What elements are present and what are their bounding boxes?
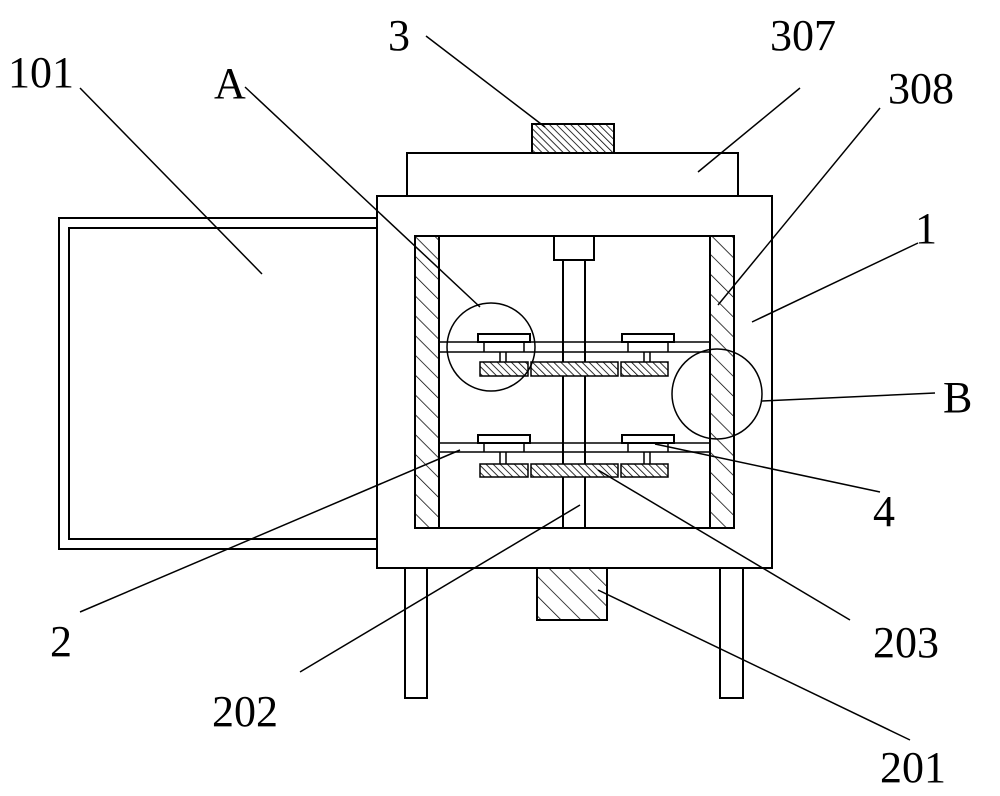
bottom-motor (536, 567, 608, 621)
lower-tray (439, 434, 710, 478)
top-cover (406, 152, 739, 197)
label-b: B (943, 373, 972, 422)
right-leg (719, 567, 744, 699)
label-3: 3 (388, 11, 410, 60)
label-2: 2 (50, 617, 72, 666)
label-203: 203 (873, 618, 939, 667)
detail-circle-a (446, 302, 536, 392)
label-308: 308 (888, 64, 954, 113)
label-307: 307 (770, 11, 836, 60)
label-a: A (214, 59, 246, 108)
top-motor (531, 123, 615, 154)
label-201: 201 (880, 743, 946, 792)
door-panel (58, 217, 414, 550)
label-1: 1 (915, 204, 937, 253)
label-202: 202 (212, 687, 278, 736)
leader-lines (79, 35, 936, 741)
label-101: 101 (8, 48, 74, 97)
left-leg (404, 567, 428, 699)
label-4: 4 (873, 487, 895, 536)
right-liner (709, 235, 735, 529)
left-liner (414, 235, 440, 529)
central-shaft (553, 235, 595, 529)
upper-tray (439, 333, 710, 377)
detail-circle-b (671, 348, 763, 440)
